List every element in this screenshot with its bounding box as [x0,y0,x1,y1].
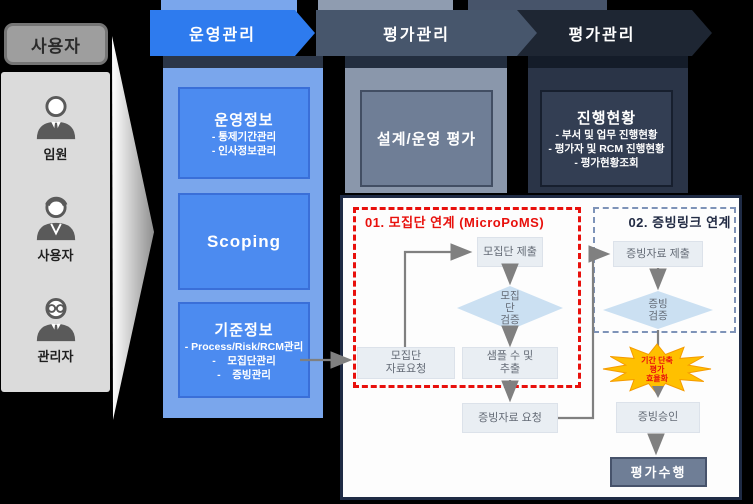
persona-label: 사용자 [37,248,74,263]
column-evaluation-headerbar [345,56,507,68]
top-strip-dark [468,0,607,12]
node-population-data-request: 모집단 자료요청 [357,347,455,379]
user-panel-header: 사용자 [4,23,108,65]
top-strip-gray [318,0,453,12]
decision-evidence-verify: 증빙 검증 [603,291,713,329]
box-item: - 부서 및 업무 진행현황 [555,129,658,141]
flow-direction-triangle [112,36,154,420]
box-design-operation-evaluation: 설계/운영 평가 [360,90,493,187]
decision-population-verify: 모집 단 검증 [457,286,563,330]
persona-label: 관리자 [37,349,74,364]
persona-user: 사용자 [1,195,110,264]
box-title: 운영정보 [214,111,274,129]
node-evidence-approve: 증빙승인 [616,402,700,433]
admin-icon [36,297,75,342]
column-operations-headerbar [163,56,323,68]
executive-icon [36,95,75,140]
node-population-submit: 모집단 제출 [477,237,543,267]
group-population-link-title: 01. 모집단 연계 (MicroPoMS) [365,215,545,230]
box-operation-info: 운영정보 - 통제기간관리 - 인사정보관리 [178,87,310,179]
box-item: - 인사정보관리 [211,144,277,157]
node-perform-evaluation: 평가수행 [610,457,707,487]
group-evidence-link-title: 02. 증빙링크 연계 [628,215,731,230]
persona-executive: 임원 [1,94,110,163]
banner-evaluation-management-2: 평가관리 [512,10,712,56]
box-item: - 통제기간관리 [211,130,277,143]
burst-label: 기간 단축 평가 효율화 [641,355,673,383]
box-progress-status: 진행현황 - 부서 및 업무 진행현황 - 평가자 및 RCM 진행현황 - 평… [540,90,673,187]
box-standard-info: 기준정보 - Process/Risk/RCM관리 - 모집단관리 - 증빙관리 [178,302,310,398]
box-scoping: Scoping [178,193,310,290]
node-evidence-submit: 증빙자료 제출 [613,241,703,267]
banner-evaluation-management: 평가관리 [316,10,537,56]
user-panel-body: 임원 사용자 관리자 [1,72,110,392]
box-title: 진행현황 [576,110,637,127]
box-item: - 평가자 및 RCM 진행현황 [548,143,665,155]
box-item: - 모집단관리 [212,354,276,367]
box-title: 설계/운영 평가 [376,131,477,148]
box-item: - 평가현황조회 [574,157,639,169]
box-title: 기준정보 [214,321,274,339]
persona-admin: 관리자 [1,296,110,365]
banner-operations-management: 운영관리 [150,10,315,56]
box-item: - 증빙관리 [217,368,271,381]
top-strip-blue [161,0,297,12]
node-sample-count-extract: 샘플 수 및 추출 [462,347,558,379]
column-status-headerbar [528,56,688,68]
persona-label: 임원 [43,147,68,162]
decision-label: 모집 단 검증 [500,290,520,326]
decision-label: 증빙 검증 [648,298,668,322]
box-item: - Process/Risk/RCM관리 [184,340,304,353]
user-icon [36,196,75,241]
node-evidence-request: 증빙자료 요청 [462,403,558,433]
box-title: Scoping [206,231,282,251]
burst-highlight: 기간 단축 평가 효율화 [601,342,713,396]
